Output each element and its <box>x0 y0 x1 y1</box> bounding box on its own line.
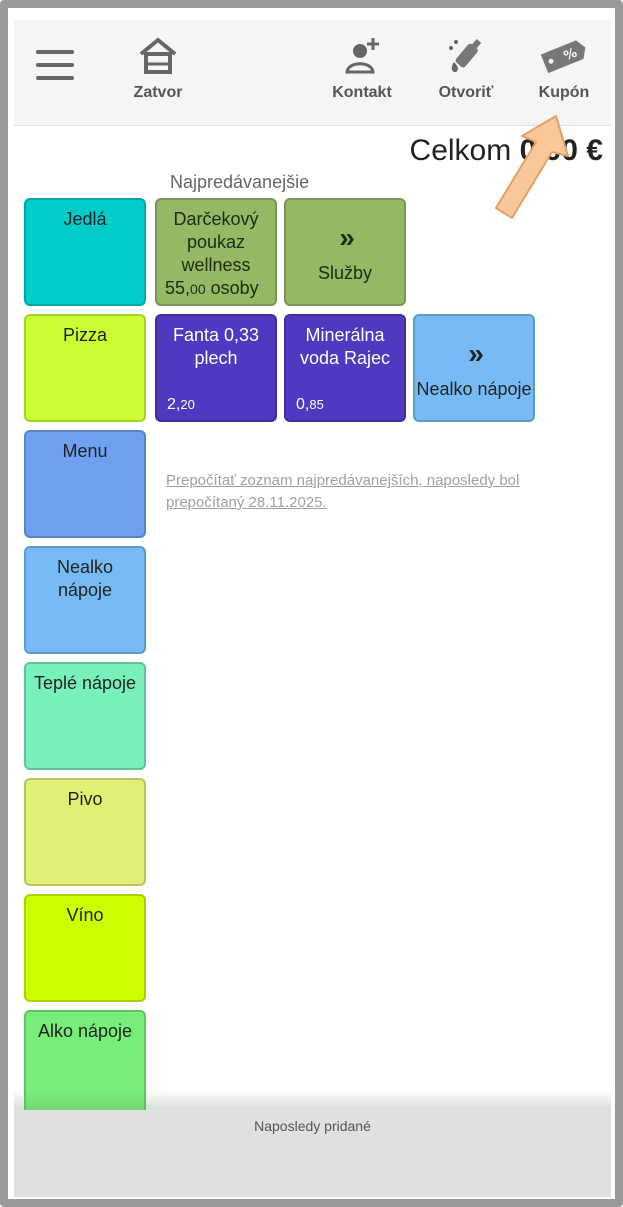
top-toolbar: Zatvor Kontakt Otvoriť <box>14 20 611 126</box>
category-label: Teplé nápoje <box>33 673 137 693</box>
category-pizza[interactable]: Pizza <box>24 314 146 422</box>
double-chevron-icon: » <box>339 222 355 253</box>
hamburger-icon-line <box>36 76 74 80</box>
product-name: Darčekový poukaz wellness <box>173 209 259 275</box>
product-tile-darcekovy-poukaz[interactable]: Darčekový poukaz wellness 55,00 osoby <box>155 198 277 306</box>
recently-added-panel: Naposledy pridané <box>14 1110 611 1197</box>
total-amount: 0,00 € <box>519 134 603 167</box>
zatvor-label: Zatvor <box>133 84 183 101</box>
price-suffix: osoby <box>205 278 259 298</box>
category-pivo[interactable]: Pivo <box>24 778 146 886</box>
kontakt-label: Kontakt <box>332 84 392 101</box>
product-price: 0,85 <box>296 396 324 414</box>
bestsellers-title: Najpredávanejšie <box>170 172 310 192</box>
bottle-pour-icon <box>449 39 482 72</box>
price-decimal: 85 <box>309 397 324 412</box>
double-chevron-icon: » <box>468 338 484 369</box>
product-name: Fanta 0,33 plech <box>172 325 260 368</box>
category-label: Nealko nápoje <box>56 557 114 600</box>
house-icon <box>139 38 177 74</box>
otvorit-button[interactable]: Otvoriť <box>426 34 506 114</box>
coupon-percent-icon: % <box>540 40 586 74</box>
category-label: Alko nápoje <box>37 1021 133 1041</box>
zatvor-button[interactable]: Zatvor <box>118 34 198 114</box>
hamburger-icon-line <box>36 63 74 67</box>
hamburger-icon-line <box>36 50 74 54</box>
otvorit-label: Otvoriť <box>438 84 494 101</box>
app-content: Zatvor Kontakt Otvoriť <box>14 20 611 1197</box>
category-label: Jedlá <box>63 209 107 229</box>
svg-text:%: % <box>562 46 580 65</box>
category-teple-napoje[interactable]: Teplé nápoje <box>24 662 146 770</box>
category-label: Víno <box>66 905 104 925</box>
price-main: 0, <box>296 396 310 413</box>
category-label: Pizza <box>62 325 107 345</box>
total-label: Celkom <box>409 134 512 167</box>
category-label: Pivo <box>67 789 103 809</box>
category-nealko-napoje[interactable]: Nealko nápoje <box>24 546 146 654</box>
category-jedla[interactable]: Jedlá <box>24 198 146 306</box>
recalculate-bestsellers-link[interactable]: Prepočítať zoznam najpredávanejších, nap… <box>166 472 520 511</box>
recently-added-title: Naposledy pridané <box>254 1118 371 1134</box>
product-price: 55,00 osoby <box>165 278 259 299</box>
hamburger-menu-button[interactable] <box>36 50 74 84</box>
product-name: Minerálna voda Rajec <box>299 325 391 368</box>
product-price: 2,20 <box>167 396 195 414</box>
product-tile-fanta[interactable]: Fanta 0,33 plech 2,20 <box>155 314 277 422</box>
kupon-button[interactable]: % Kupón <box>524 34 604 114</box>
product-tile-mineralna-voda[interactable]: Minerálna voda Rajec 0,85 <box>284 314 406 422</box>
price-decimal: 20 <box>180 397 195 412</box>
category-menu[interactable]: Menu <box>24 430 146 538</box>
more-tile-label: Nealko nápoje <box>416 379 532 399</box>
price-main: 2, <box>167 396 181 413</box>
more-tile-nealko-napoje[interactable]: » Nealko nápoje <box>413 314 535 422</box>
add-user-icon <box>345 38 379 74</box>
more-tile-sluzby[interactable]: » Služby <box>284 198 406 306</box>
price-decimal: 00 <box>190 281 206 297</box>
price-main: 55, <box>165 278 191 298</box>
more-tile-label: Služby <box>317 263 373 283</box>
kupon-label: Kupón <box>538 84 590 101</box>
order-total: Celkom 0,00 € <box>410 134 603 168</box>
category-vino[interactable]: Víno <box>24 894 146 1002</box>
category-label: Menu <box>62 441 108 461</box>
category-alko-napoje[interactable]: Alko nápoje <box>24 1010 146 1118</box>
kontakt-button[interactable]: Kontakt <box>322 34 402 114</box>
